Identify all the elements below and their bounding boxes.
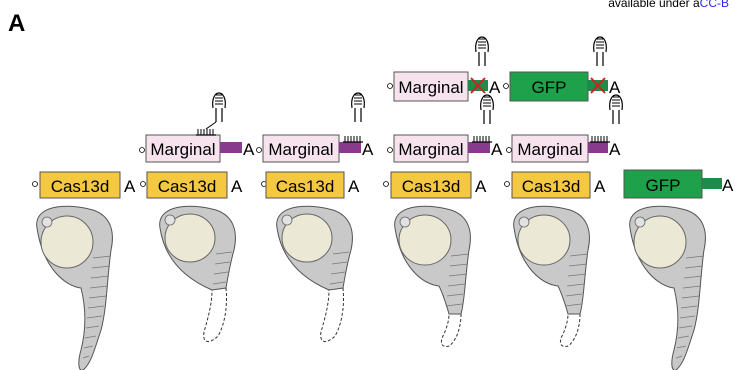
cap-marker — [140, 148, 145, 153]
marginal-label: Marginal — [150, 140, 215, 159]
polya-label: A — [609, 140, 621, 159]
marginal-label: Marginal — [268, 140, 333, 159]
embryo — [395, 206, 471, 346]
polya-label: A — [362, 140, 374, 159]
embryo — [37, 206, 113, 370]
cas13d-label: Cas13d — [158, 177, 217, 196]
condition-1: Cas13d A — [33, 172, 137, 370]
marginal-label: Marginal — [517, 140, 582, 159]
cas13d-label: Cas13d — [51, 177, 110, 196]
polya-label: A — [243, 140, 255, 159]
cap-marker — [505, 182, 510, 187]
polya-label: A — [722, 176, 734, 195]
cas13d-label: Cas13d — [402, 177, 461, 196]
polya-label: A — [124, 177, 136, 196]
condition-5: GFP A Marginal A Cas13d A — [504, 37, 623, 347]
gfp-label: GFP — [532, 78, 567, 97]
hairpin-icon — [476, 37, 489, 66]
guide-comb-icon — [196, 129, 216, 135]
embryo — [514, 206, 590, 346]
embryo — [630, 206, 706, 370]
marginal-label: Marginal — [398, 78, 463, 97]
condition-3: Marginal A Cas13d A — [257, 93, 375, 342]
guide-comb-icon — [590, 136, 610, 142]
polya-label: A — [348, 177, 360, 196]
condition-4: Marginal A Marginal A Cas13d A — [384, 37, 504, 347]
hairpin-icon — [610, 95, 623, 124]
guide-stem — [339, 142, 361, 153]
cap-marker — [33, 182, 38, 187]
cap-marker — [507, 148, 512, 153]
guide-stem — [468, 142, 490, 153]
guide-comb-icon — [472, 136, 492, 142]
polya-label: A — [491, 140, 503, 159]
guide-link — [206, 122, 216, 129]
hairpin-icon — [213, 93, 226, 122]
hairpin-icon — [352, 93, 365, 122]
polya-label: A — [609, 78, 621, 97]
polya-label: A — [594, 177, 606, 196]
condition-6: GFP A — [624, 170, 734, 370]
cas13d-label: Cas13d — [276, 177, 335, 196]
cap-marker — [141, 182, 146, 187]
guide-stem — [702, 178, 722, 189]
guide-comb-icon — [343, 136, 363, 142]
cap-marker — [504, 84, 509, 89]
guide-stem — [220, 142, 242, 153]
cap-marker — [257, 148, 262, 153]
cas13d-label: Cas13d — [522, 177, 581, 196]
marginal-label: Marginal — [398, 140, 463, 159]
condition-2: Marginal A Cas13d A — [140, 93, 256, 342]
polya-label: A — [489, 78, 501, 97]
embryo — [160, 206, 236, 341]
polya-label: A — [475, 177, 487, 196]
gfp-label: GFP — [646, 176, 681, 195]
cap-marker — [384, 182, 389, 187]
cap-marker — [388, 84, 393, 89]
polya-label: A — [231, 177, 243, 196]
cap-marker — [388, 148, 393, 153]
hairpin-icon — [594, 37, 607, 66]
guide-stem — [588, 142, 608, 153]
embryo — [277, 206, 353, 341]
hairpin-icon — [481, 95, 494, 124]
